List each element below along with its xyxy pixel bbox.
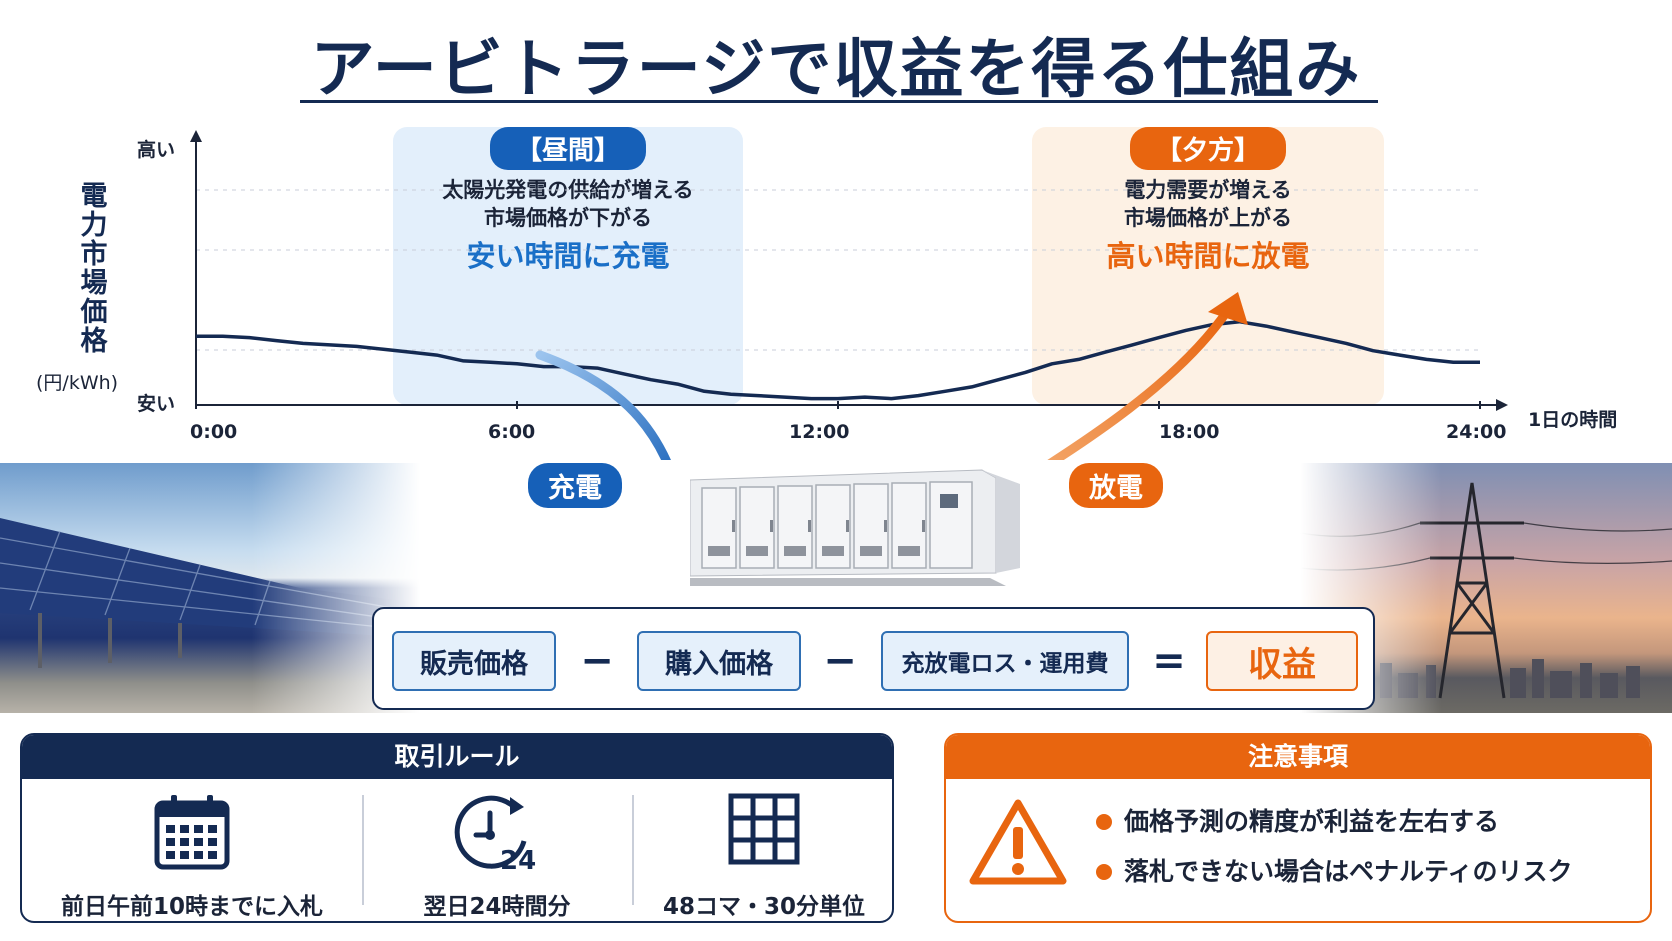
calendar-icon [154, 795, 230, 870]
caution-item: 価格予測の精度が利益を左右する [1096, 797, 1573, 847]
rule-label: 前日午前10時までに入札 [60, 894, 323, 920]
discharge-arrow [1047, 305, 1233, 460]
daytime-emphasis: 安い時間に充電 [466, 239, 670, 273]
rule-item: 前日午前10時までに入札 [22, 779, 362, 921]
title-underline [300, 100, 1378, 103]
y-axis-low-label: 安い [137, 393, 176, 415]
clock-24-icon-text: 24 [500, 846, 536, 873]
formula-equals: = [1152, 638, 1186, 684]
grid-icon [728, 793, 800, 865]
y-axis-high-label: 高い [137, 139, 176, 161]
formula-buy-price: 購入価格 [637, 631, 801, 691]
clock-24-icon: 24 [454, 795, 536, 873]
profit-formula: 販売価格 − 購入価格 − 充放電ロス・運用費 = 収益 [372, 607, 1375, 710]
x-ticks [195, 401, 1481, 409]
formula-minus-1: − [580, 638, 614, 684]
discharge-label: 放電 [1069, 463, 1163, 508]
rules-divider [362, 795, 364, 905]
formula-profit: 収益 [1206, 631, 1358, 691]
battery-storage-image [678, 458, 1020, 588]
formula-minus-2: − [823, 638, 857, 684]
y-axis-unit: (円/kWh) [36, 372, 119, 394]
price-line [196, 319, 1480, 401]
daytime-tag: 【昼間】 [489, 127, 647, 170]
cautions-list: 価格予測の精度が利益を左右する 落札できない場合はペナルティのリスク [1096, 797, 1573, 897]
price-chart [190, 130, 1508, 460]
page-title: アービトラージで収益を得る仕組み [310, 33, 1362, 107]
warning-icon [969, 799, 1067, 885]
evening-panel: 【夕方】 電力需要が増える 市場価格が上がる 高い時間に放電 [1032, 127, 1384, 405]
rule-label: 翌日24時間分 [423, 894, 571, 920]
evening-tag: 【夕方】 [1129, 127, 1287, 170]
x-tick-label: 12:00 [789, 421, 850, 443]
caution-item: 落札できない場合はペナルティのリスク [1096, 847, 1573, 897]
y-axis-title: 電力市場価格 [80, 181, 108, 357]
rule-item: 24 翌日24時間分 [364, 779, 630, 921]
daytime-line2: 市場価格が下がる [484, 206, 652, 230]
discharge-arrowhead [1208, 292, 1248, 325]
rule-item: 48コマ・30分単位 [634, 779, 892, 921]
x-tick-label: 6:00 [488, 421, 536, 443]
rules-divider [632, 795, 634, 905]
formula-sell-price: 販売価格 [392, 631, 556, 691]
x-axis-arrowhead [1496, 399, 1508, 411]
charge-label: 充電 [528, 463, 622, 508]
formula-loss-cost: 充放電ロス・運用費 [881, 631, 1129, 691]
x-axis-title: 1日の時間 [1528, 409, 1618, 431]
evening-emphasis: 高い時間に放電 [1106, 239, 1310, 273]
chart-gridlines [196, 189, 1480, 351]
x-tick-label: 24:00 [1446, 421, 1507, 443]
trading-rules-card: 取引ルール 前日午前10時までに入札 24 翌日24時間分 [20, 733, 894, 923]
evening-line2: 市場価格が上がる [1124, 206, 1292, 230]
cautions-card: 注意事項 価格予測の精度が利益を左右する 落札できない場合はペナルティのリスク [944, 733, 1652, 923]
x-tick-label: 0:00 [190, 421, 238, 443]
charge-arrow [535, 350, 671, 460]
y-axis-arrowhead [190, 130, 202, 142]
rule-label: 48コマ・30分単位 [662, 894, 865, 920]
x-tick-label: 18:00 [1159, 421, 1220, 443]
solar-panels-image [0, 463, 420, 713]
cautions-heading: 注意事項 [946, 735, 1650, 779]
trading-rules-heading: 取引ルール [22, 735, 892, 779]
